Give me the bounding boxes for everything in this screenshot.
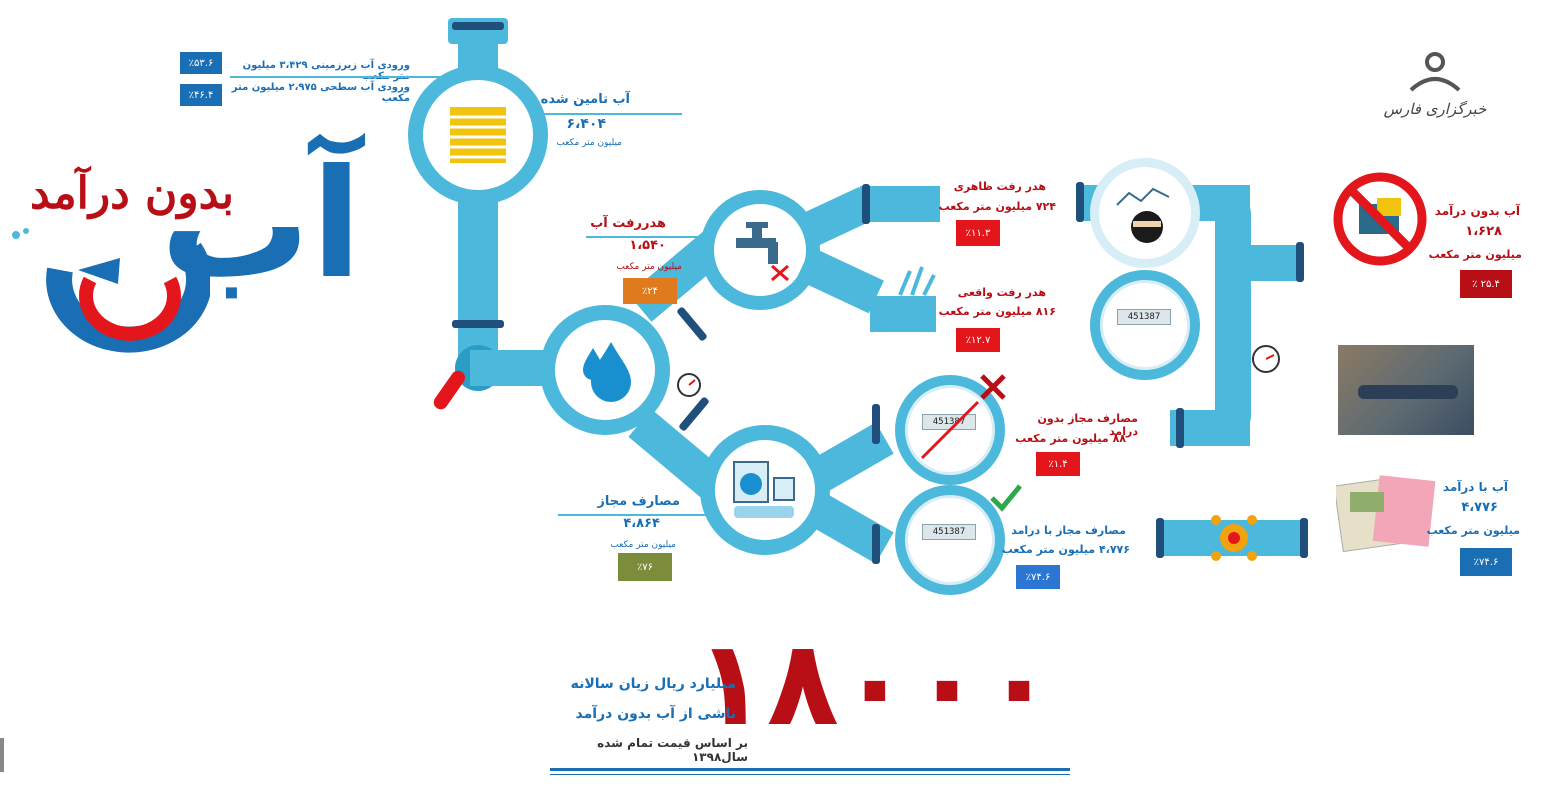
slash-icon — [920, 400, 980, 460]
authorized-line — [558, 514, 706, 516]
billed-pct-badge: ٪۷۴.۶ — [1016, 565, 1060, 589]
bottom-divider-thin — [550, 774, 1070, 775]
bottom-line-2: ناشی از آب بدون درآمد — [575, 706, 736, 722]
leak-splash-icon — [898, 266, 936, 296]
unbilled-pct-badge: ٪۱.۴ — [1036, 452, 1080, 476]
apparent-loss-pct-badge: ٪۱۱.۳ — [956, 220, 1000, 246]
loss-line — [586, 236, 710, 238]
loss-pct-badge: ٪۲۴ — [623, 278, 677, 304]
nrw-value: ۱،۶۲۸ — [1465, 224, 1502, 239]
left-edge-mark — [0, 738, 4, 772]
loss-value: ۱،۵۴۰ — [629, 238, 666, 253]
authorized-value: ۴،۸۶۴ — [623, 516, 660, 531]
revenue-pct-badge: ٪۷۴.۶ — [1460, 548, 1512, 576]
groundwater-pct-badge: ٪۵۳.۶ — [180, 52, 222, 74]
apparent-loss-pipe-h — [860, 186, 940, 222]
billed-pipe — [806, 492, 894, 564]
loss-big-number: ۱۸۰۰۰ — [694, 614, 1055, 752]
logo-subtitle: بدون درآمد — [30, 168, 234, 219]
real-loss-pipe-h — [870, 296, 936, 332]
authorized-pct-badge: ٪۷۶ — [618, 553, 672, 581]
pipe-ring — [676, 306, 708, 342]
supplied-unit: میلیون متر مکعب — [556, 138, 622, 148]
apparent-loss-circle — [1090, 158, 1200, 268]
logo: بدون درآمد آب — [10, 150, 430, 370]
fars-emblem-icon — [1409, 52, 1461, 92]
pipe-ring — [1076, 182, 1084, 222]
pipe-ring — [872, 524, 880, 564]
pipe-ring — [862, 184, 870, 224]
drop-splash-icon — [12, 228, 29, 239]
nrw-curve-pipe — [1215, 185, 1251, 445]
apparent-loss-title: هدر رفت ظاهری — [953, 180, 1046, 193]
faucet-icon — [736, 222, 789, 282]
meter-display: 451387 — [922, 524, 976, 540]
water-meter-icon: 451387 — [1100, 280, 1190, 370]
unbilled-value: ۸۸ میلیون متر مکعب — [1015, 432, 1126, 445]
no-money-icon — [1333, 172, 1427, 266]
pipe-ring — [452, 22, 504, 30]
authorized-unit: میلیون متر مکعب — [610, 540, 676, 550]
gauge-icon — [1252, 345, 1280, 373]
bottom-line-3: بر اساس قیمت تمام شده سال۱۳۹۸ — [597, 736, 748, 764]
billed-circle: 451387 — [895, 485, 1005, 595]
nrw-title: آب بدون درآمد — [1434, 204, 1520, 218]
water-meter-icon: 451387 — [905, 385, 995, 475]
fars-logo: خبرگزاری فارس — [1375, 50, 1495, 140]
valve-wheel-icon — [1211, 515, 1257, 561]
surface-pct-badge: ٪۴۶.۴ — [180, 84, 222, 106]
pipe-ring — [1296, 242, 1304, 282]
real-loss-pct-badge: ٪۱۲.۷ — [956, 328, 1000, 352]
water-drop-icon — [583, 342, 631, 402]
supplied-title: آب تامین شده — [540, 92, 630, 107]
gauge-icon — [677, 373, 701, 397]
check-icon — [990, 484, 1022, 512]
revenue-title: آب با درآمد — [1442, 480, 1508, 494]
water-drop-circle — [540, 305, 670, 435]
supplied-line — [540, 113, 682, 115]
authorized-title: مصارف مجاز — [597, 494, 680, 509]
bottom-divider — [550, 768, 1070, 771]
loss-unit: میلیون متر مکعب — [616, 262, 682, 272]
building-icon — [450, 107, 506, 163]
real-loss-value: ۸۱۶ میلیون متر مکعب — [938, 305, 1056, 318]
loss-title: هدررفت آب — [590, 216, 666, 231]
pipe-ring — [1156, 518, 1164, 558]
pipe-ring — [452, 320, 504, 328]
surface-label: ورودی آب سطحی ۲،۹۷۵ میلیون متر مکعب — [231, 82, 410, 104]
valve-handle — [431, 367, 468, 413]
bills-icon — [1336, 475, 1436, 552]
revenue-value: ۴،۷۷۶ — [1461, 500, 1498, 515]
revenue-unit: میلیون متر مکعب — [1426, 524, 1520, 537]
apparent-loss-value: ۷۲۴ میلیون متر مکعب — [938, 200, 1056, 213]
fars-text: خبرگزاری فارس — [1383, 100, 1487, 118]
real-loss-title: هدر رفت واقعی — [957, 286, 1046, 299]
billed-title: مصارف مجاز با درامد — [1011, 524, 1126, 537]
arrow-arc-icon — [46, 242, 210, 353]
real-loss-circle: 451387 — [1090, 270, 1200, 380]
billed-value: ۴،۷۷۶ میلیون متر مکعب — [1001, 543, 1130, 556]
groundwater-label: ورودی آب زیرزمینی ۳،۴۲۹ میلیون متر مکعب — [242, 60, 410, 82]
repair-photo — [1338, 345, 1474, 435]
water-meter-icon: 451387 — [905, 495, 995, 585]
supplied-value: ۶،۴۰۴ — [566, 116, 607, 132]
cross-icon — [980, 374, 1006, 400]
nrw-unit: میلیون متر مکعب — [1428, 248, 1522, 261]
meter-display: 451387 — [1117, 309, 1171, 325]
bottom-line-1: میلیارد ریال زیان سالانه — [570, 676, 736, 692]
washing-machine-icon — [733, 461, 795, 518]
loss-circle — [700, 190, 820, 310]
supply-circle — [408, 65, 548, 205]
pipe-ring — [1176, 408, 1184, 448]
pipe-ring — [678, 396, 710, 432]
pipe-ring — [1300, 518, 1308, 558]
pipe-ring — [872, 404, 880, 444]
authorized-circle — [700, 425, 830, 555]
unbilled-pipe — [806, 422, 894, 494]
groundwater-line — [230, 76, 460, 78]
thief-icon — [1116, 187, 1170, 243]
nrw-pct-badge: ٪ ۲۵.۴ — [1460, 270, 1512, 298]
nrw-right-pipe — [1240, 245, 1300, 281]
unbilled-title: مصارف مجاز بدون درامد — [1037, 412, 1138, 438]
